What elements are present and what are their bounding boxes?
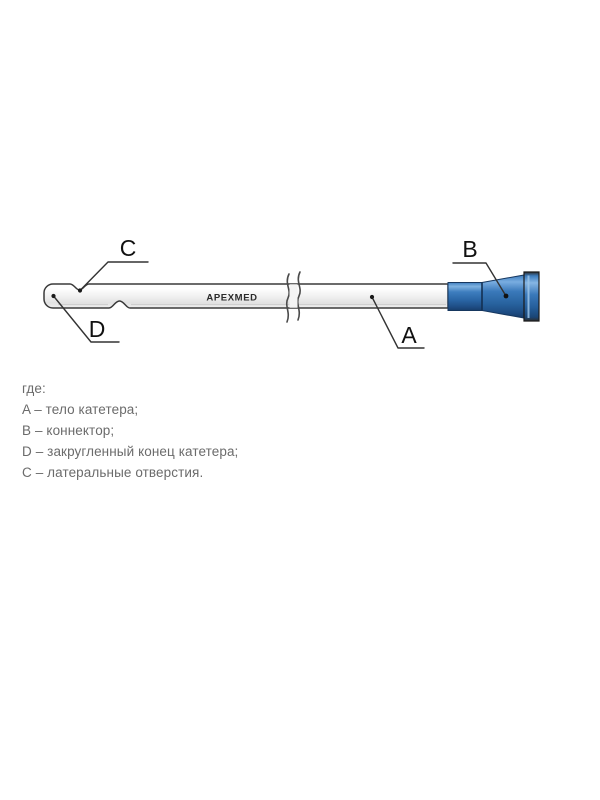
callout-d: D [51,293,120,343]
callout-c-dot [77,288,83,293]
callout-d-dot [51,293,56,299]
connector-segment-2 [481,274,525,319]
legend-item-a: A – тело катетера; [22,402,139,417]
callout-b: B [452,236,509,299]
callout-d-label: D [89,316,106,342]
callout-a-leader [371,296,425,349]
break-mark-left [285,273,290,323]
brand-label: APEXMED [206,293,257,304]
legend-item-b: B – коннектор; [22,423,115,438]
callout-c-leader [79,261,149,292]
callout-b-dot [503,293,509,299]
legend-heading: где: [22,381,46,396]
connector-segment-1 [447,282,483,311]
callout-a-dot [369,294,375,300]
break-marks [285,271,301,323]
connector-flange [523,271,540,322]
callout-b-label: B [462,236,477,262]
callout-c-label: C [120,235,137,261]
callout-a-label: A [401,322,417,348]
legend-item-c: C – латеральные отверстия. [22,465,204,480]
legend-item-d: D – закругленный конец катетера; [22,444,239,459]
break-gap-edges [289,284,298,308]
callout-d-leader [52,295,120,343]
callout-c: C [77,235,149,293]
legend-block: где: A – тело катетера; B – коннектор; D… [22,378,442,483]
callout-a: A [369,294,425,349]
callout-b-leader [452,262,507,297]
break-mark-right [296,271,301,321]
catheter-diagram: APEXMED C [0,230,600,380]
connector-group [447,271,540,322]
break-gap [289,285,298,307]
